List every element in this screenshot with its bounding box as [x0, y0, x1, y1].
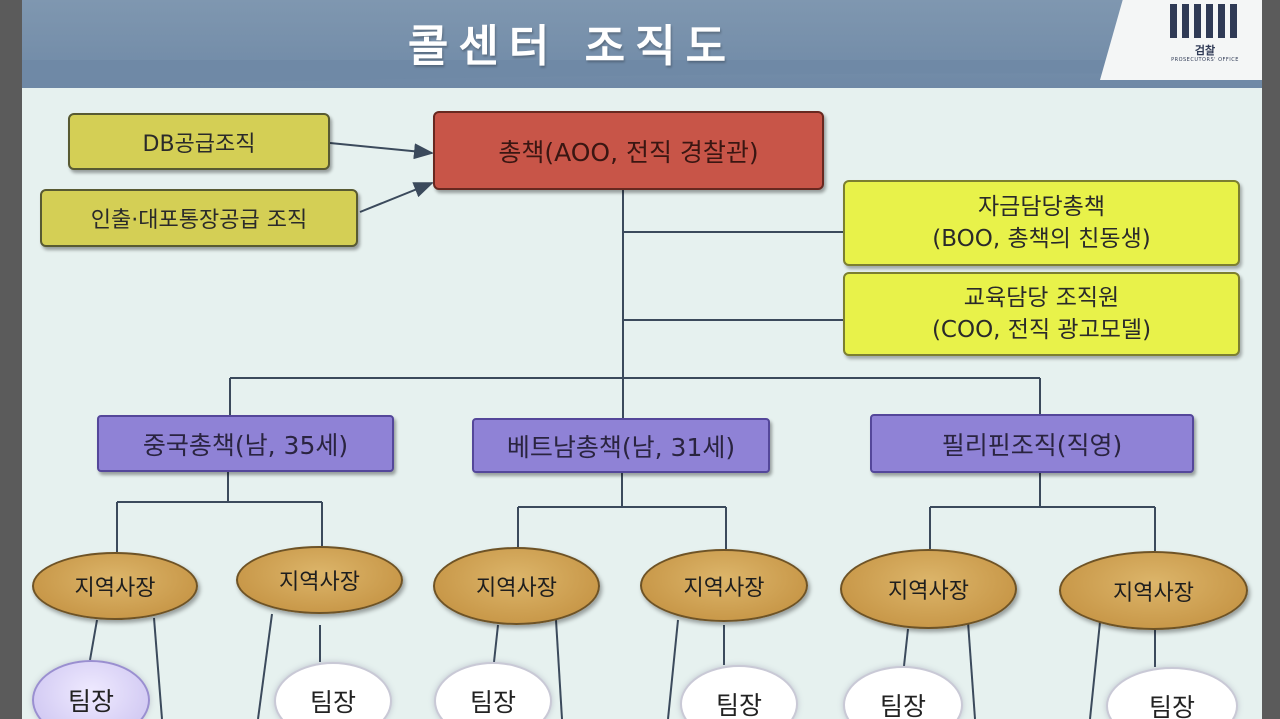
prosecution-logo-icon: [1170, 4, 1240, 38]
education-member-title: 교육담당 조직원: [963, 285, 1120, 311]
china-branch: 중국총책(남, 35세): [97, 415, 394, 472]
db-supply-org: DB공급조직: [68, 113, 330, 170]
regional-head: 지역사장: [433, 547, 600, 625]
logo-text: 검찰: [1194, 44, 1216, 57]
team-leader: 팀장: [32, 660, 150, 719]
regional-head: 지역사장: [236, 546, 403, 614]
arrow-account-to-chief: [359, 182, 434, 213]
regional-head: 지역사장: [640, 549, 808, 622]
page-title: 콜센터 조직도: [407, 21, 737, 72]
arrow-db-to-chief: [329, 142, 434, 160]
regional-head: 지역사장: [32, 552, 198, 620]
account-supply-org: 인출·대포통장공급 조직: [40, 189, 358, 247]
team-leader: 팀장: [434, 662, 552, 719]
regional-head: 지역사장: [1059, 551, 1248, 630]
fund-manager-detail: (BOO, 총책의 친동생): [932, 226, 1151, 252]
education-member-detail: (COO, 전직 광고모델): [931, 317, 1152, 343]
title-bar-curve: [22, 60, 1262, 88]
team-leader: 팀장: [274, 662, 392, 719]
fund-manager-title: 자금담당총책: [978, 194, 1105, 220]
regional-head: 지역사장: [840, 549, 1017, 629]
vietnam-branch: 베트남총책(남, 31세): [472, 418, 770, 473]
philippines-branch: 필리핀조직(직영): [870, 414, 1194, 473]
team-leader: 팀장: [680, 665, 798, 719]
chief-boss: 총책(AOO, 전직 경찰관): [433, 111, 824, 190]
logo-subtext: PROSECUTORS' OFFICE: [1171, 57, 1239, 63]
fund-manager: 자금담당총책 (BOO, 총책의 친동생): [843, 180, 1240, 266]
education-member: 교육담당 조직원 (COO, 전직 광고모델): [843, 272, 1240, 356]
